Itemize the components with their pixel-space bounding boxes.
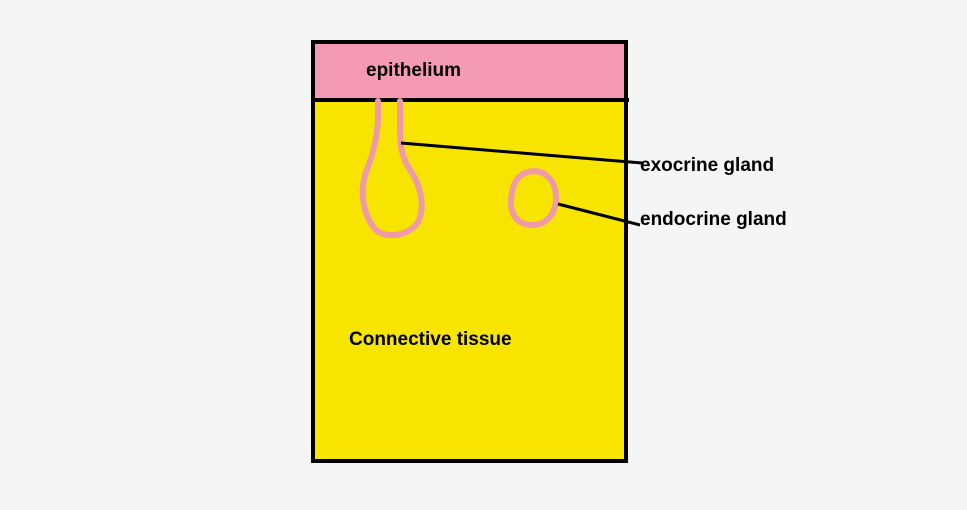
epithelium-label: epithelium: [366, 60, 461, 81]
endocrine-gland-shape: [507, 168, 559, 229]
epithelium-region: [313, 42, 626, 100]
tissue-outline: [311, 40, 628, 463]
exocrine-leader-line: [400, 141, 643, 165]
endocrine-leader-line: [557, 202, 641, 227]
endocrine-gland-label: endocrine gland: [640, 209, 787, 230]
connective-tissue-label: Connective tissue: [349, 329, 512, 350]
connective-tissue-region: [313, 100, 626, 461]
exocrine-gland-label: exocrine gland: [640, 155, 774, 176]
exocrine-gland-shape: [359, 98, 425, 239]
